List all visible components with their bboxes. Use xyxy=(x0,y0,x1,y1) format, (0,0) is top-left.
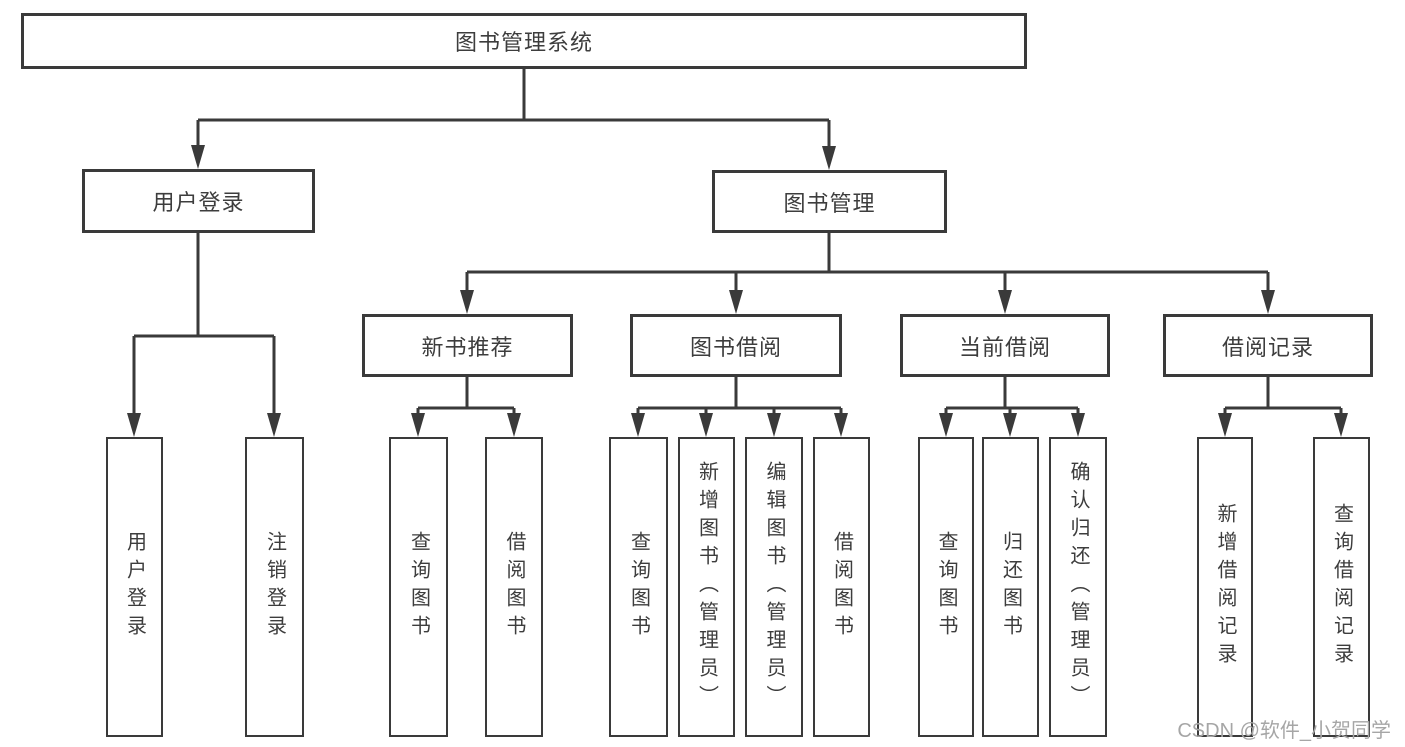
node-user-login: 用户登录 xyxy=(82,169,315,233)
node-label: 查询图书 xyxy=(627,531,650,643)
node-label: 查询借阅记录 xyxy=(1330,503,1353,671)
node-label: 新增图书（管理员） xyxy=(695,461,718,713)
connector-lines xyxy=(132,69,1343,416)
leaf-edit-book-admin: 编辑图书（管理员） xyxy=(745,437,803,737)
node-label: 确认归还（管理员） xyxy=(1067,461,1089,713)
leaf-return-books: 归还图书 xyxy=(982,437,1039,737)
node-borrowing-records: 借阅记录 xyxy=(1163,314,1373,377)
node-label: 借阅图书 xyxy=(503,531,525,643)
node-label: 图书借阅 xyxy=(689,334,782,360)
leaf-confirm-return-admin: 确认归还（管理员） xyxy=(1049,437,1107,737)
node-label: 当前借阅 xyxy=(958,334,1051,360)
leaf-query-books-recommend: 查询图书 xyxy=(389,437,448,737)
node-label: 借阅图书 xyxy=(830,531,853,643)
arrowheads xyxy=(127,145,1348,437)
leaf-user-login: 用户登录 xyxy=(106,437,163,737)
leaf-add-borrow-record: 新增借阅记录 xyxy=(1197,437,1253,737)
node-new-book-recommendation: 新书推荐 xyxy=(362,314,573,377)
leaf-borrow-books-recommend: 借阅图书 xyxy=(485,437,543,737)
node-label: 新书推荐 xyxy=(421,334,514,360)
leaf-query-borrow-record: 查询借阅记录 xyxy=(1313,437,1370,737)
node-book-borrowing: 图书借阅 xyxy=(630,314,842,377)
node-label: 查询图书 xyxy=(935,531,957,643)
node-label: 查询图书 xyxy=(407,531,430,643)
node-label: 图书管理 xyxy=(783,190,876,216)
leaf-query-books-current: 查询图书 xyxy=(918,437,974,737)
node-label: 用户登录 xyxy=(152,190,245,215)
leaf-query-books-borrowing: 查询图书 xyxy=(609,437,668,737)
node-label: 用户登录 xyxy=(123,531,146,643)
csdn-watermark: CSDN @软件_小贺同学 xyxy=(1177,720,1391,742)
node-label: 图书管理系统 xyxy=(454,30,593,55)
node-label: 归还图书 xyxy=(999,531,1022,643)
node-book-management: 图书管理 xyxy=(712,170,947,233)
node-label: 借阅记录 xyxy=(1221,334,1314,360)
leaf-borrow-books: 借阅图书 xyxy=(813,437,870,737)
node-label: 编辑图书（管理员） xyxy=(763,461,785,713)
leaf-add-book-admin: 新增图书（管理员） xyxy=(678,437,735,737)
node-current-borrowing: 当前借阅 xyxy=(900,314,1110,377)
leaf-logout: 注销登录 xyxy=(245,437,304,737)
node-label: 注销登录 xyxy=(263,531,286,643)
node-library-management-system: 图书管理系统 xyxy=(21,13,1027,69)
node-label: 新增借阅记录 xyxy=(1214,503,1236,671)
